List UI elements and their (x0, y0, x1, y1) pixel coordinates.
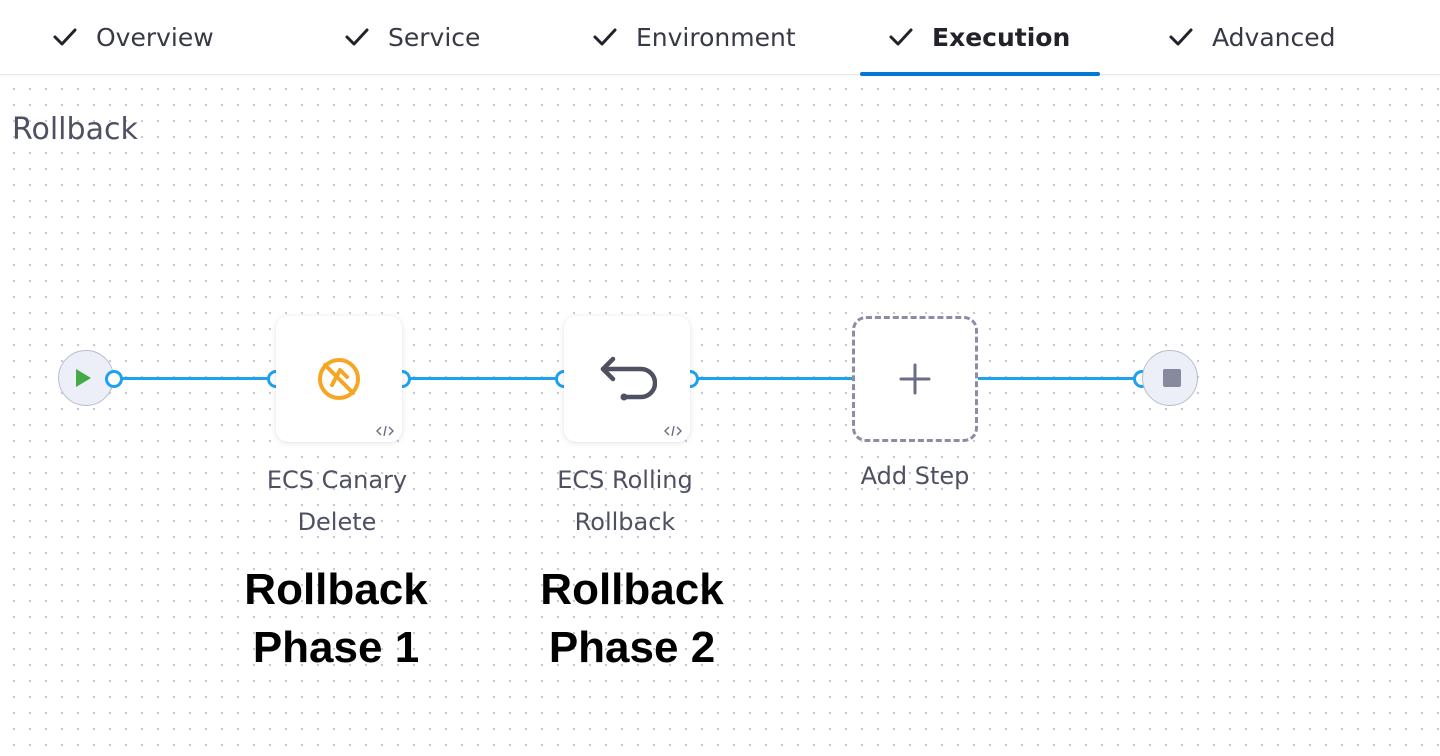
tab-label: Execution (932, 22, 1071, 52)
step-label: ECS Canary Delete (227, 459, 447, 543)
tab-advanced[interactable]: Advanced (1166, 0, 1336, 74)
code-badge-icon (664, 424, 682, 437)
phase-annotation: Rollback Phase 2 (502, 561, 762, 677)
tab-environment[interactable]: Environment (590, 0, 796, 74)
step-ecs-rolling-rollback[interactable] (564, 316, 690, 442)
edge-add-to-end (978, 377, 1134, 380)
add-step-button[interactable] (852, 316, 978, 442)
step-ecs-canary-delete[interactable] (276, 316, 402, 442)
phase-annotation-line: Rollback (540, 565, 724, 614)
add-step-label: Add Step (860, 462, 970, 490)
step-label-line: ECS Rolling (557, 466, 693, 494)
check-icon (50, 22, 80, 52)
active-tab-indicator (860, 72, 1100, 76)
stop-icon (1162, 368, 1182, 388)
pipeline-canvas[interactable] (0, 75, 1440, 756)
play-icon (73, 367, 93, 389)
tab-execution[interactable]: Execution (886, 0, 1070, 74)
phase-annotation: Rollback Phase 1 (206, 561, 466, 677)
check-icon (1166, 22, 1196, 52)
tab-service[interactable]: Service (342, 0, 480, 74)
tab-label: Advanced (1212, 22, 1336, 52)
check-icon (342, 22, 372, 52)
tab-label: Overview (96, 22, 214, 52)
check-icon (590, 22, 620, 52)
stage-tab-bar: Overview Service Environment Execution A… (0, 0, 1440, 76)
end-node[interactable] (1142, 350, 1198, 406)
rollback-arrow-icon (597, 355, 657, 403)
tab-label: Service (388, 22, 481, 52)
edge-step1-to-step2 (410, 377, 558, 380)
plus-icon (898, 362, 932, 396)
edge-start-to-step1 (120, 377, 270, 380)
phase-annotation-line: Rollback (244, 565, 428, 614)
check-icon (886, 22, 916, 52)
step-label-line: Rollback (574, 508, 676, 536)
start-output-port[interactable] (105, 370, 123, 388)
step-label: ECS Rolling Rollback (515, 459, 735, 543)
phase-annotation-line: Phase 2 (548, 623, 716, 672)
step-label-line: ECS Canary (266, 466, 408, 494)
tab-overview[interactable]: Overview (50, 0, 214, 74)
ecs-canary-delete-icon (315, 355, 363, 403)
tab-label: Environment (636, 22, 796, 52)
code-badge-icon (376, 424, 394, 437)
start-node[interactable] (58, 350, 114, 406)
section-title: Rollback (12, 112, 138, 147)
edge-step2-to-add (698, 377, 854, 380)
phase-annotation-line: Phase 1 (252, 623, 420, 672)
step-label-line: Delete (297, 508, 377, 536)
